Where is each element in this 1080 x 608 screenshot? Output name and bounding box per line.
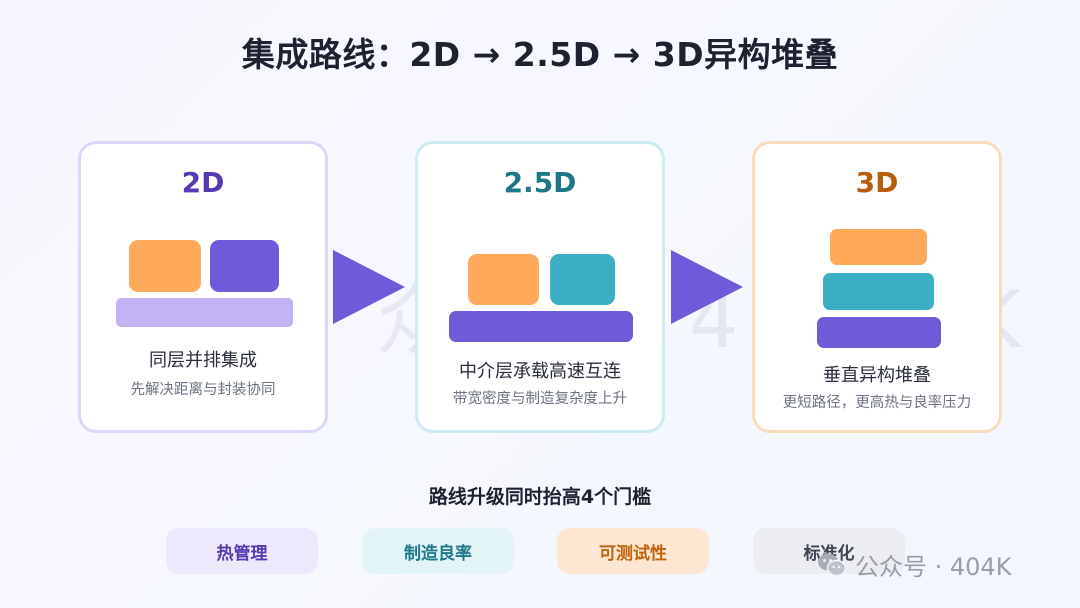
arrow-right-icon [671,250,743,324]
brand-text: 公众号 · 404K [855,553,1012,581]
purple-chiplet-block [210,240,279,292]
threshold-testability: 可测试性 [557,528,709,574]
card-2-5d-title: 2.5D [503,166,577,199]
card-2d: 2D 同层并排集成 先解决距离与封装协同 [78,141,328,433]
orange-chiplet-block [129,240,201,292]
middle-die-layer [823,273,934,310]
arrow-right-icon [333,250,405,324]
card-2d-title: 2D [181,166,225,199]
card-3d-main-text: 垂直异构堆叠 [823,365,931,386]
threshold-yield: 制造良率 [362,528,514,574]
substrate-bar [116,298,293,327]
card-2d-sub-text: 先解决距离与封装协同 [130,382,276,398]
card-2-5d-main-text: 中介层承载高速互连 [459,361,621,382]
card-2-5d-sub-text: 带宽密度与制造复杂度上升 [453,391,627,407]
orange-chiplet-block [468,254,539,305]
card-3d: 3D 垂直异构堆叠 更短路径，更高热与良率压力 [752,141,1002,433]
card-3d-sub-text: 更短路径，更高热与良率压力 [782,395,972,411]
top-die-layer [830,229,927,265]
card-3d-title: 3D [855,166,899,199]
threshold-thermal: 热管理 [166,528,318,574]
interposer-bar [449,311,633,342]
card-2-5d: 2.5D 中介层承载高速互连 带宽密度与制造复杂度上升 [415,141,665,433]
thresholds-heading: 路线升级同时抬高4个门槛 [428,486,652,508]
card-2d-main-text: 同层并排集成 [149,350,257,371]
bottom-die-layer [817,317,941,348]
teal-chiplet-block [550,254,615,305]
page-title: 集成路线：2D → 2.5D → 3D异构堆叠 [241,35,839,74]
wechat-icon [818,553,847,576]
brand-watermark: 公众号 · 404K [817,547,1011,582]
